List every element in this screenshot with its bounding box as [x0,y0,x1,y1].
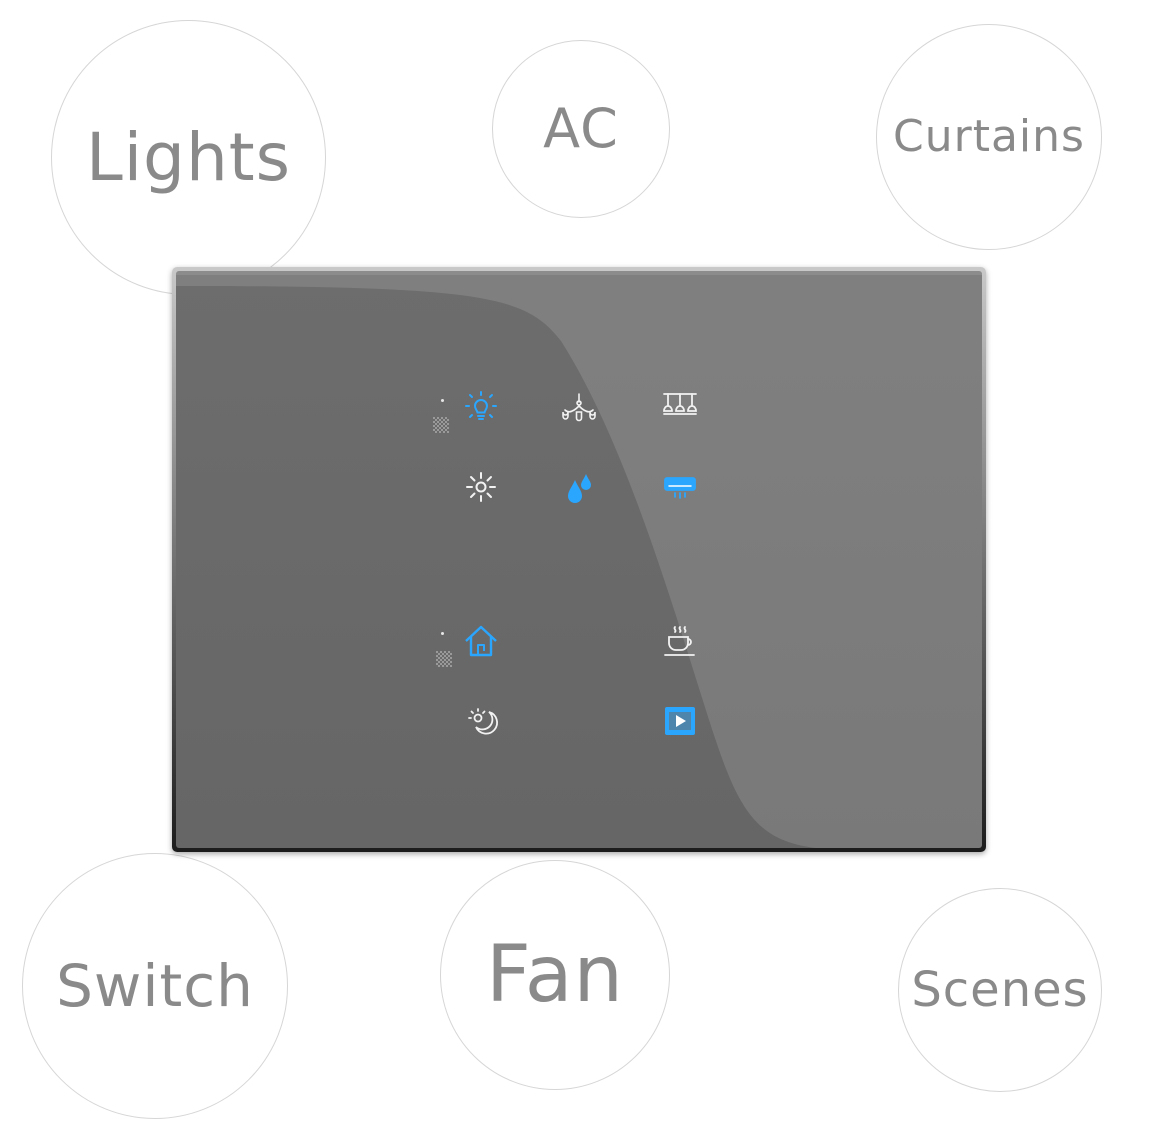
curtains-label: Curtains [893,111,1085,162]
droplets-key[interactable] [557,464,601,508]
brightness-icon [466,472,496,502]
proximity-sensor-bottom [436,651,452,667]
curtains-bubble: Curtains [876,24,1102,250]
bulb-icon [465,391,497,420]
media-play-key[interactable] [658,699,702,743]
switch-label: Switch [56,952,254,1020]
lights-label: Lights [85,118,292,196]
air-conditioner-key[interactable] [658,465,702,509]
touch-switch-panel [172,267,986,852]
switch-bubble: Switch [22,853,288,1119]
chandelier-key[interactable] [557,388,601,432]
pendant-lights-key[interactable] [658,385,702,429]
proximity-sensor-top [433,417,449,433]
home-icon [465,625,497,657]
air-conditioner-icon [664,477,696,499]
night-mode-key[interactable] [459,699,503,743]
home-key[interactable] [459,619,503,663]
glass-surface [176,271,982,848]
lights-bubble: Lights [51,20,326,295]
night-mode-icon [468,708,498,735]
fan-label: Fan [486,930,624,1020]
status-led-top [441,399,444,402]
ac-label: AC [543,97,619,160]
scenes-label: Scenes [911,962,1089,1018]
fan-bubble: Fan [440,860,670,1090]
bulb-key[interactable] [459,385,503,429]
scenes-bubble: Scenes [898,888,1102,1092]
brightness-key[interactable] [459,465,503,509]
chandelier-icon [562,393,596,422]
glass-reflection [176,271,982,848]
media-play-icon [665,707,695,735]
coffee-cup-key[interactable] [658,620,702,664]
coffee-cup-icon [664,626,695,656]
pendant-lights-icon [663,393,697,415]
status-led-bottom [441,632,444,635]
ac-bubble: AC [492,40,670,218]
droplets-icon [568,474,591,503]
